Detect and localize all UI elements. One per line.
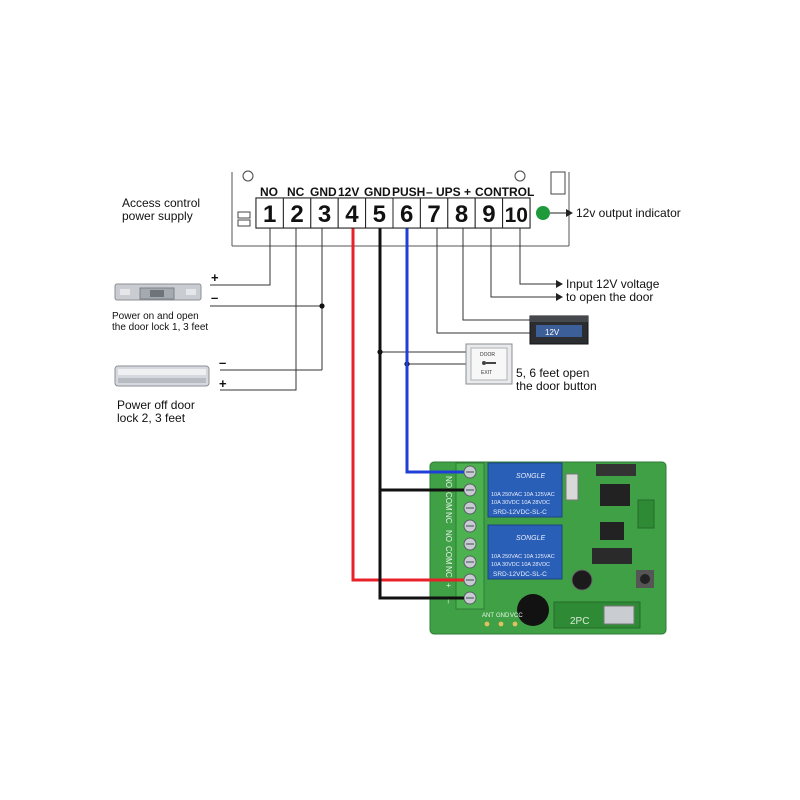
terminal-cell — [447, 197, 476, 229]
terminal-label-gnd: GND — [310, 185, 337, 199]
ic-chip-1 — [600, 484, 630, 506]
lock2-plus: + — [219, 376, 227, 391]
terminal-number: 8 — [455, 201, 468, 228]
terminal-cell — [502, 197, 531, 229]
exit-button-face-bottom: EXIT — [481, 370, 492, 376]
pin-header-top — [596, 464, 636, 476]
relay2-rating-1: 10A 250VAC 10A 125VAC — [491, 554, 555, 560]
terminal-label-no: NO — [260, 185, 278, 199]
terminal-number: 9 — [482, 201, 495, 228]
pin-label-ant: ANT — [482, 613, 494, 619]
relay2-brand: SONGLE — [516, 535, 546, 542]
terminal-number: 10 — [505, 204, 528, 227]
lock2-caption: Power off door lock 2, 3 feet — [117, 398, 198, 425]
terminal-cell — [392, 197, 421, 229]
battery-image: 12V — [529, 315, 589, 345]
lock1-minus: – — [211, 290, 218, 305]
terminal-label-control: CONTROL — [475, 185, 534, 199]
lock1-caption: Power on and open the door lock 1, 3 fee… — [112, 311, 208, 333]
terminal-label-gnd-2: GND — [364, 185, 391, 199]
pcb-label-minus: – — [444, 599, 453, 604]
relay1-model: SRD-12VDC-SL-C — [493, 509, 547, 516]
pcb-label-no-2: NO — [444, 530, 453, 542]
capacitor — [571, 569, 593, 591]
thin-wires — [210, 228, 556, 391]
lock2-image — [114, 365, 210, 387]
relay1-rating-1: 10A 250VAC 10A 125VAC — [491, 492, 555, 498]
terminal-label-12v: 12V — [338, 185, 359, 199]
relay1-rating-2: 10A 30VDC 10A 28VDC — [491, 500, 550, 506]
terminal-cell — [419, 197, 449, 229]
terminal-label-push: PUSH — [392, 185, 425, 199]
pcb-label-com-2: COM — [444, 546, 453, 565]
terminal-cell — [310, 197, 339, 229]
crystal-label: 2PC — [570, 616, 589, 627]
ic-chip-3 — [592, 548, 632, 564]
control-note-line1: Input 12V voltage — [566, 277, 660, 291]
pcb-label-plus: + — [444, 583, 453, 588]
indicator-label: 12v output indicator — [576, 206, 681, 220]
terminal-label-nc: NC — [287, 185, 305, 199]
indicator-led — [536, 206, 550, 220]
exit-button-image: DOOR EXIT — [465, 343, 513, 385]
exit-button-face-top: DOOR — [480, 352, 495, 358]
exit-button-caption: 5, 6 feet open the door button — [516, 366, 597, 393]
diode — [565, 473, 579, 501]
exit-button-caption-line1: 5, 6 feet open — [516, 366, 589, 380]
relay2-model: SRD-12VDC-SL-C — [493, 571, 547, 578]
pcb-label-no-1: NO — [444, 476, 453, 488]
pcb-label-nc-2: NC — [444, 566, 453, 578]
relay2-rating-2: 10A 30VDC 10A 28VDC — [491, 562, 550, 568]
relay-module: NO COM NC NO COM NC + – SONGLE 10A 250VA… — [429, 461, 667, 635]
pin-label-vcc: VCC — [510, 613, 523, 619]
terminal-cell — [255, 197, 284, 229]
lock2-caption-line2: lock 2, 3 feet — [117, 411, 186, 425]
lock2-caption-line1: Power off door — [117, 398, 195, 412]
lock1-caption-line1: Power on and open — [112, 311, 199, 322]
power-supply-box — [231, 170, 570, 247]
colored-wires — [351, 228, 464, 600]
terminal-cell — [282, 197, 312, 229]
terminal-number: 5 — [373, 201, 386, 228]
terminal-header-labels: NO NC GND 12V GND PUSH – UPS + CONTROL — [260, 185, 534, 199]
power-supply-label-line1: Access control — [122, 196, 200, 210]
terminal-number: 3 — [318, 201, 331, 228]
pcb-label-com-1: COM — [444, 492, 453, 511]
black-wire-gnd-a — [378, 228, 464, 492]
terminal-cell — [365, 197, 394, 229]
lock1-caption-line2: the door lock 1, 3 feet — [112, 322, 208, 333]
terminal-cell — [337, 197, 367, 229]
red-wire-12v — [351, 228, 464, 582]
battery-label: 12V — [545, 328, 560, 337]
blue-wire-push — [405, 228, 464, 474]
ic-chip-2 — [600, 522, 624, 540]
control-note: Input 12V voltage to open the door — [566, 277, 663, 304]
lock1-plus: + — [211, 270, 219, 285]
fuse-icon — [237, 211, 251, 227]
lock1-image — [114, 283, 202, 301]
buzzer — [517, 594, 549, 626]
relay1-brand: SONGLE — [516, 473, 546, 480]
terminal-label-ups: – UPS + — [426, 185, 471, 199]
power-supply-label: Access control power supply — [122, 196, 203, 223]
lock2-minus: – — [219, 355, 226, 370]
terminal-number: 2 — [290, 201, 303, 228]
terminal-number: 4 — [345, 201, 359, 228]
terminal-number: 1 — [263, 201, 276, 228]
exit-button-caption-line2: the door button — [516, 379, 597, 393]
terminal-number: 6 — [400, 201, 413, 228]
pcb-label-nc-1: NC — [444, 512, 453, 524]
coil-icon — [550, 171, 566, 195]
crystal — [603, 605, 635, 625]
terminal-number: 7 — [427, 201, 440, 228]
pin-label-gnd: GND — [496, 613, 510, 619]
control-note-line2: to open the door — [566, 290, 653, 304]
power-supply-label-line2: power supply — [122, 209, 193, 223]
black-wire-gnd-b — [378, 490, 464, 600]
